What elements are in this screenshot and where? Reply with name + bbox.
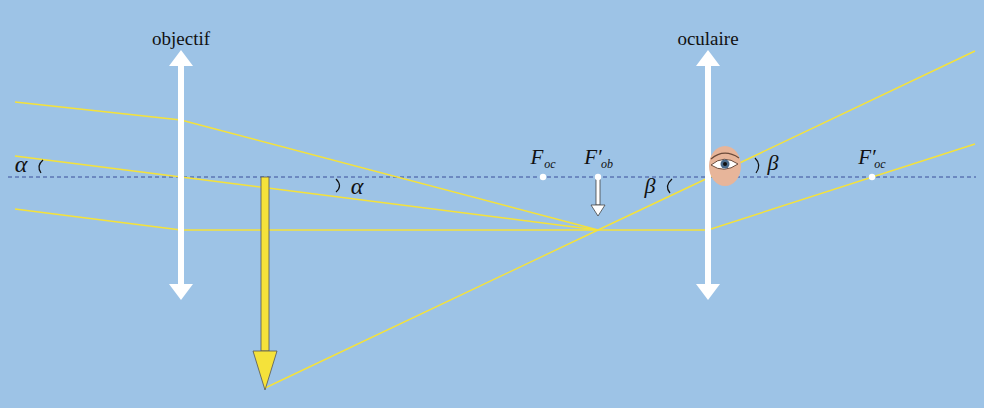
ray xyxy=(265,51,975,388)
lens-name: objectif xyxy=(152,29,210,48)
ray xyxy=(15,102,598,230)
optical-axis xyxy=(8,177,976,178)
focal-point xyxy=(869,174,875,180)
focal-point-label: F′ xyxy=(584,147,601,168)
angle-symbol: β xyxy=(645,175,656,197)
angle-symbol: α xyxy=(351,174,364,198)
ray xyxy=(15,144,975,230)
light-rays xyxy=(15,51,975,388)
focal-point-label: F′ xyxy=(858,147,875,168)
focal-point xyxy=(595,174,601,180)
image-arrow xyxy=(253,177,277,390)
focal-point-subscript: ob xyxy=(601,158,613,170)
angle-symbol: α xyxy=(15,152,28,176)
eye xyxy=(709,146,741,186)
focal-point xyxy=(540,174,546,180)
ray xyxy=(15,156,598,230)
focal-point-subscript: oc xyxy=(544,158,555,170)
lens-name: oculaire xyxy=(677,29,738,48)
angle-symbol: β xyxy=(768,152,779,174)
angle-arc xyxy=(755,158,759,173)
angle-arc xyxy=(39,160,43,173)
objective-lens xyxy=(169,50,193,300)
angle-arc xyxy=(336,179,340,192)
intermediate-image-arrow xyxy=(591,179,605,216)
focal-point-subscript: oc xyxy=(874,158,885,170)
focal-point-label: F xyxy=(531,147,544,168)
angle-arc xyxy=(667,179,672,193)
